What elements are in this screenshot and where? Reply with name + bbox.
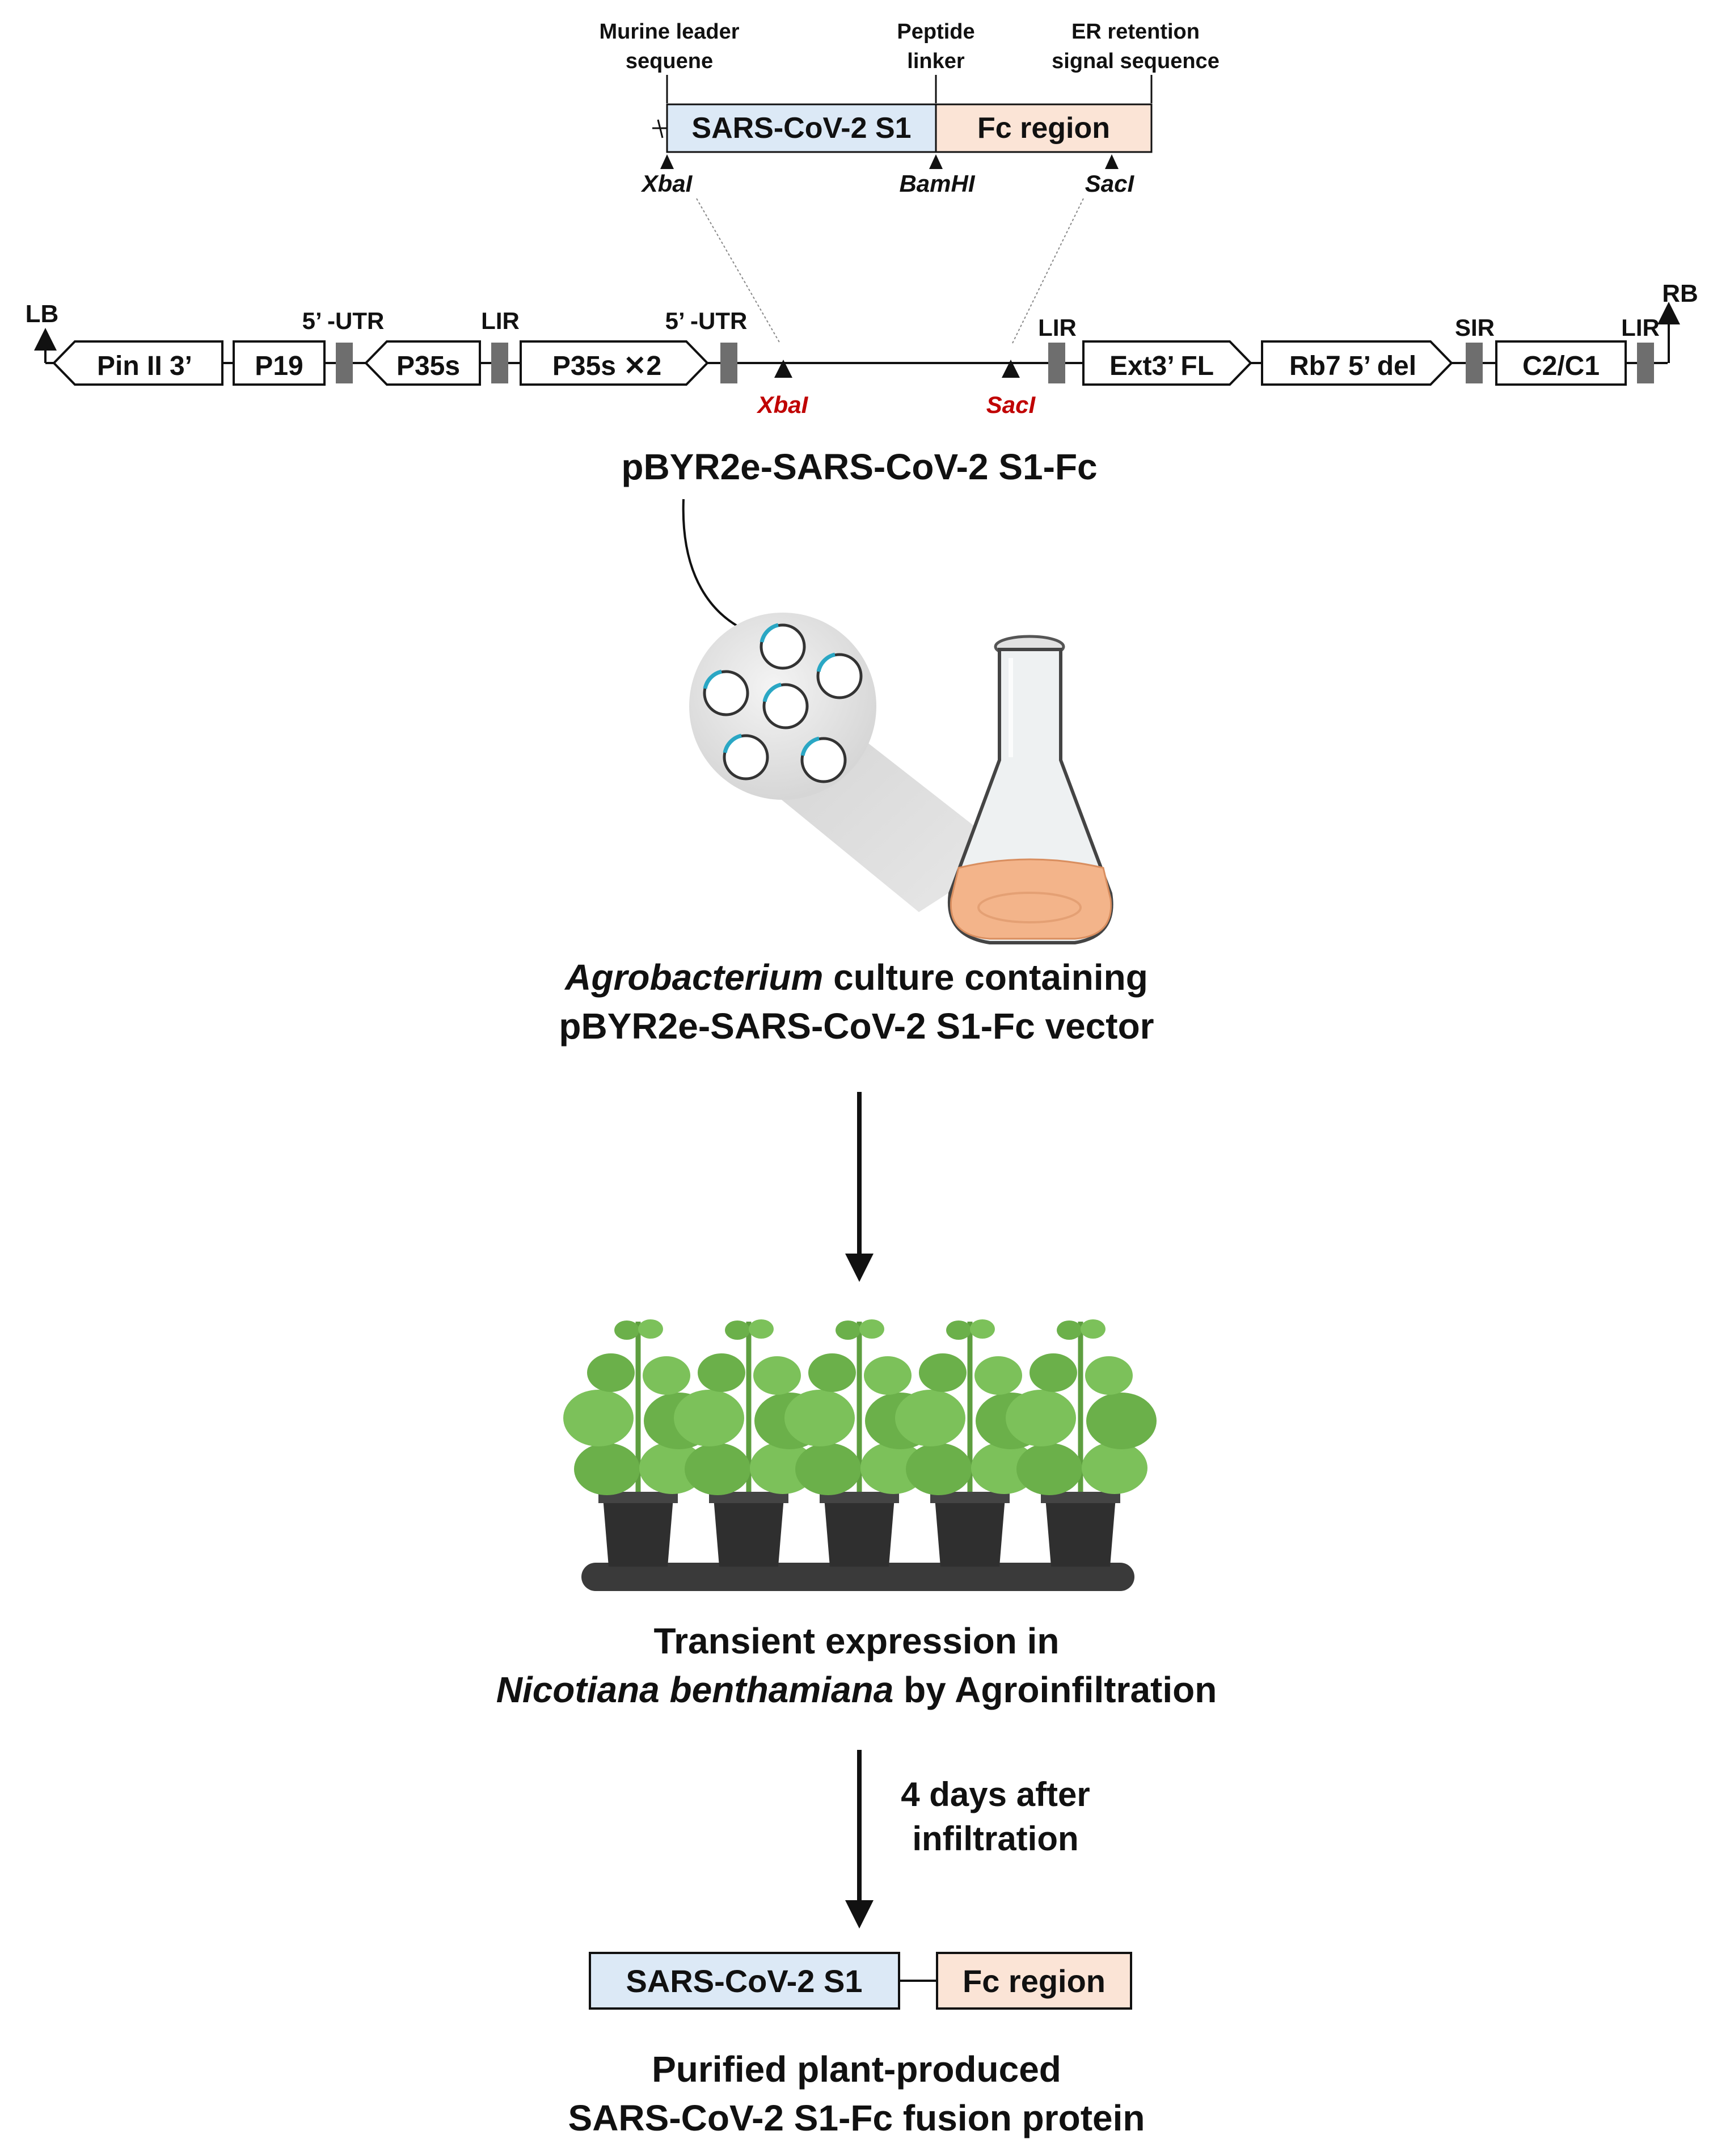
agrobacterium-illustration [689, 613, 1113, 944]
vector-map: LB RB Pin II 3’ P19 5’ -UTR P35s LIR P35… [26, 280, 1698, 487]
culture-line2: pBYR2e-SARS-CoV-2 S1-Fc vector [559, 1006, 1154, 1047]
p35s-element [364, 340, 481, 386]
bacterium-cell [760, 623, 806, 670]
rb-label: RB [1662, 280, 1698, 307]
nicotiana-italic: Nicotiana benthamiana [496, 1669, 894, 1710]
product-s1-box [589, 1952, 900, 2010]
vector-sacl-label: SacI [986, 391, 1036, 418]
product-line1: Purified plant-produced [652, 2049, 1061, 2090]
plasmid-cells [703, 623, 863, 783]
vector-xbal-label: XbaI [757, 391, 809, 418]
plant [895, 1319, 1046, 1567]
bacterium-cell [723, 733, 769, 780]
product-fc-label: Fc region [963, 1963, 1106, 1999]
vector-sacl-marker [1002, 360, 1020, 378]
p35s2-element [520, 340, 709, 386]
insert-sacl-label: SacI [1085, 170, 1135, 197]
vector-xbal-marker [774, 360, 792, 378]
pin2-label: Pin II 3’ [97, 351, 192, 381]
product-caption: Purified plant-produced SARS-CoV-2 S1-Fc… [0, 2045, 1713, 2142]
rb7-label: Rb7 5’ del [1289, 351, 1416, 381]
p35s-label: P35s [396, 351, 460, 381]
utr-block-1 [336, 343, 353, 383]
lb-label: LB [26, 300, 59, 328]
vector-name: pBYR2e-SARS-CoV-2 S1-Fc [621, 446, 1097, 487]
erlenmeyer-flask [947, 635, 1113, 944]
product-line2: SARS-CoV-2 S1-Fc fusion protein [568, 2098, 1145, 2138]
tray [581, 1563, 1134, 1591]
murine-leader-label: Murine leader [599, 20, 739, 44]
ext3-label: Ext3’ FL [1109, 351, 1214, 381]
bacterium-cell [703, 669, 749, 716]
p19-label: P19 [255, 351, 303, 381]
utr1-label: 5’ -UTR [302, 307, 385, 334]
timing-note: 4 days after infiltration [876, 1773, 1115, 1861]
lir3-label: LIR [1621, 314, 1660, 341]
utr-block-2 [720, 343, 737, 383]
expression-line1: Transient expression in [653, 1621, 1060, 1661]
murine-leader-label-2: sequene [626, 49, 713, 73]
bacterium-cell [816, 652, 863, 699]
bamhi-site-marker [929, 154, 943, 169]
plant [674, 1319, 825, 1567]
lir2-label: LIR [1038, 314, 1077, 341]
er-retention-label-2: signal sequence [1052, 49, 1220, 73]
peptide-linker-label-2: linker [907, 49, 965, 73]
insert-construct: Murine leader sequene Peptide linker ER … [599, 20, 1220, 344]
sir-block [1466, 343, 1483, 383]
fusion-protein: SARS-CoV-2 S1 Fc region [589, 1952, 1132, 2010]
timing-line1: 4 days after [901, 1775, 1090, 1813]
product-fc-box [936, 1952, 1132, 2010]
culture-liquid [950, 858, 1112, 940]
lir-block-3 [1637, 343, 1654, 383]
insert-fc-box [935, 103, 1153, 153]
expression-caption: Transient expression in Nicotiana bentha… [0, 1617, 1713, 1714]
c2c1-label: C2/C1 [1522, 351, 1600, 381]
xbal-site-marker [660, 154, 674, 169]
pin2-element [52, 340, 223, 386]
bacterium-cell [762, 682, 809, 729]
p35s2-label: P35s ✕2 [552, 351, 661, 381]
zoom-line-left [696, 198, 780, 344]
plant [1006, 1319, 1157, 1567]
arrow-to-product-head [845, 1900, 874, 1929]
lir-block-1 [491, 343, 508, 383]
insert-bamhi-label: BamHI [899, 170, 975, 197]
insert-xbal-label: XbaI [641, 170, 693, 197]
agrobacterium-italic: Agrobacterium [565, 957, 824, 998]
insert-s1-box [666, 103, 937, 153]
p19-element [233, 340, 326, 386]
lir-block-2 [1048, 343, 1065, 383]
sir-label: SIR [1455, 314, 1495, 341]
bacterium-cell [800, 736, 847, 783]
plant [784, 1319, 935, 1567]
insert-s1-label: SARS-CoV-2 S1 [691, 112, 911, 145]
product-s1-label: SARS-CoV-2 S1 [626, 1963, 863, 1999]
peptide-linker-label: Peptide [897, 20, 974, 44]
insert-fc-label: Fc region [977, 112, 1110, 145]
ext3-element [1082, 340, 1252, 386]
sacl-site-marker [1105, 154, 1119, 169]
utr2-label: 5’ -UTR [665, 307, 748, 334]
culture-line1-rest: culture containing [823, 957, 1148, 998]
culture-caption: Agrobacterium culture containing pBYR2e-… [0, 953, 1713, 1050]
transformation-arrow [682, 499, 768, 643]
rb7-element [1261, 340, 1453, 386]
plants-tray [563, 1319, 1157, 1591]
lir1-label: LIR [481, 307, 520, 334]
c2c1-element [1495, 340, 1627, 386]
timing-line2: infiltration [912, 1820, 1079, 1858]
expression-line2-rest: by Agroinfiltration [893, 1669, 1217, 1710]
plant [563, 1319, 714, 1567]
er-retention-label: ER retention [1071, 20, 1200, 44]
arrow-to-plants-head [845, 1254, 874, 1282]
